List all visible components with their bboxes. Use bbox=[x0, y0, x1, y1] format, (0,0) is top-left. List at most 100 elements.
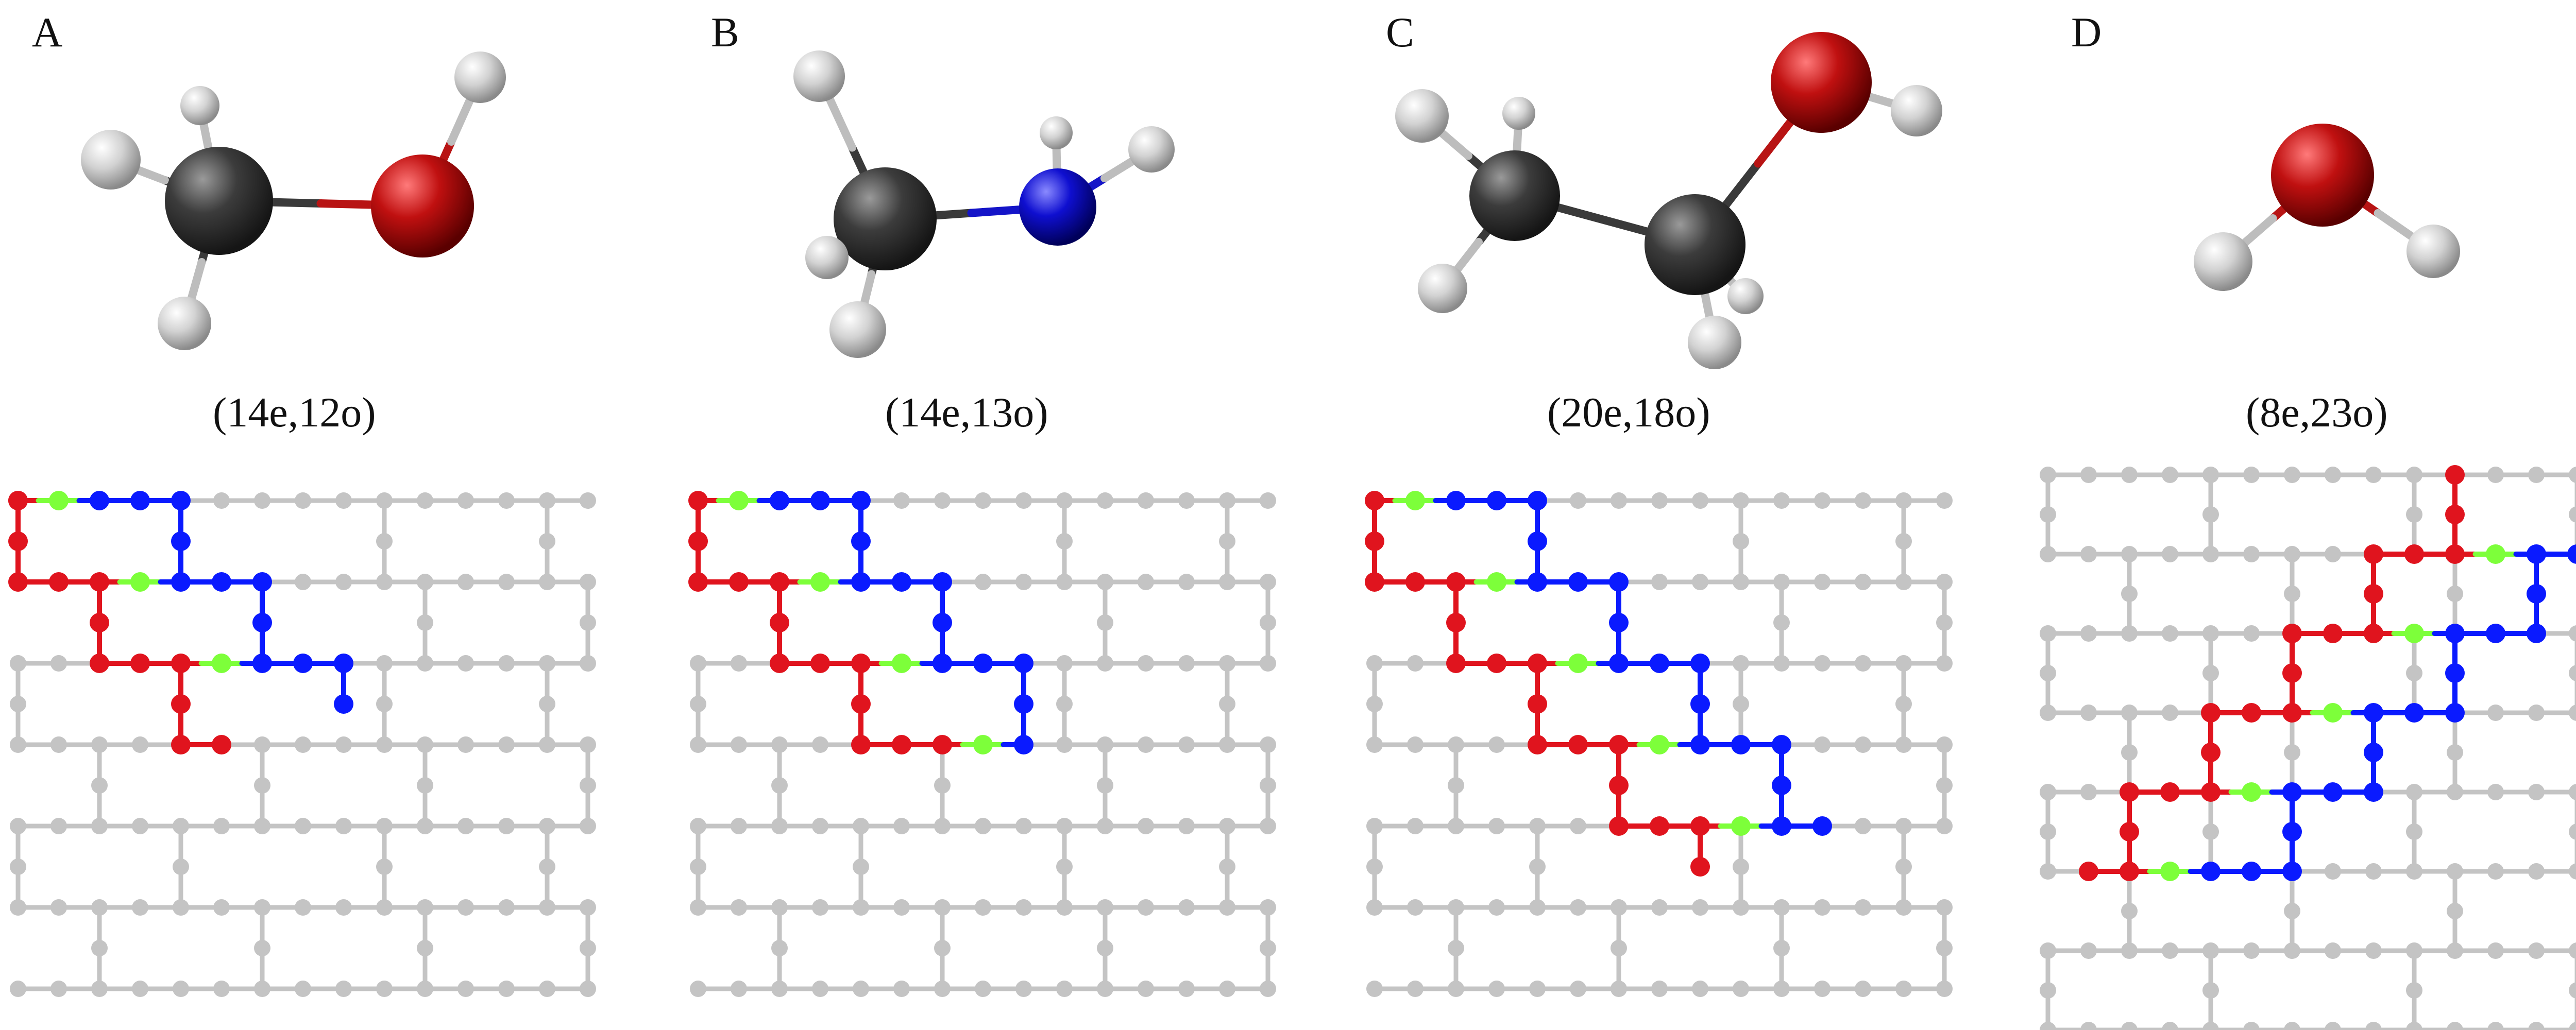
lattice-site bbox=[2040, 982, 2056, 999]
path-site-red bbox=[892, 735, 911, 754]
lattice-site bbox=[1895, 533, 1912, 550]
lattice-site bbox=[2202, 665, 2219, 681]
path-site-blue bbox=[1609, 572, 1629, 592]
lattice-site bbox=[498, 574, 515, 590]
lattice-site bbox=[1260, 940, 1276, 956]
lattice-site bbox=[1570, 981, 1586, 997]
lattice-site bbox=[2121, 903, 2138, 919]
lattice-site bbox=[417, 818, 433, 834]
lattice-site bbox=[1260, 655, 1276, 672]
panel-c-label: C bbox=[1386, 9, 1414, 56]
atom-c bbox=[1645, 194, 1745, 295]
lattice-site bbox=[2365, 1022, 2382, 1030]
path-site-blue bbox=[1568, 572, 1588, 592]
lattice-site bbox=[1936, 574, 1953, 590]
path-site-red bbox=[130, 654, 150, 673]
path-site-green bbox=[130, 572, 150, 592]
lattice-site bbox=[213, 492, 230, 509]
lattice-site bbox=[2325, 546, 2341, 562]
lattice-site bbox=[1056, 981, 1073, 997]
lattice-layer bbox=[8, 465, 2576, 1030]
lattice-site bbox=[2243, 625, 2260, 642]
lattice-site bbox=[1448, 777, 1464, 794]
lattice-site bbox=[2528, 705, 2545, 721]
lattice-site bbox=[1097, 736, 1113, 753]
lattice-site bbox=[2040, 625, 2056, 642]
path-site-red bbox=[90, 613, 109, 632]
path-site-blue bbox=[2282, 862, 2302, 881]
lattice-site bbox=[1651, 492, 1668, 509]
lattice-site bbox=[1219, 899, 1235, 916]
lattice-site bbox=[254, 736, 270, 753]
lattice-site bbox=[10, 696, 26, 712]
path-site-blue bbox=[1528, 572, 1547, 592]
lattice-site bbox=[1178, 492, 1195, 509]
lattice-site bbox=[2406, 784, 2422, 800]
lattice-site bbox=[1097, 614, 1113, 631]
path-site-green bbox=[729, 491, 749, 510]
path-site-blue bbox=[1014, 694, 1033, 714]
panel-d-active-space: (8e,23o) bbox=[2246, 389, 2388, 436]
path-site-red bbox=[851, 694, 871, 714]
lattice-site bbox=[376, 899, 393, 916]
path-site-blue bbox=[1690, 654, 1710, 673]
lattice-site bbox=[690, 736, 706, 753]
lattice-site bbox=[335, 736, 352, 753]
lattice-site bbox=[1366, 818, 1383, 834]
lattice-site bbox=[457, 655, 474, 672]
lattice-site bbox=[417, 899, 433, 916]
lattice-site bbox=[2284, 546, 2300, 562]
path-site-green bbox=[1487, 572, 1506, 592]
lattice-site bbox=[1488, 899, 1505, 916]
lattice-site bbox=[1097, 899, 1113, 916]
lattice-site bbox=[173, 818, 189, 834]
lattice-site bbox=[2487, 467, 2504, 483]
lattice-site bbox=[173, 981, 189, 997]
path-site-blue bbox=[252, 613, 272, 632]
lattice-site bbox=[2202, 625, 2219, 642]
lattice-site bbox=[934, 940, 951, 956]
lattice-site bbox=[934, 492, 951, 509]
atom-h bbox=[158, 297, 211, 350]
lattice-site bbox=[1895, 859, 1912, 875]
path-site-red bbox=[1446, 654, 1466, 673]
lattice-site bbox=[1936, 818, 1953, 834]
lattice-site bbox=[1138, 655, 1154, 672]
lattice-site bbox=[132, 899, 148, 916]
lattice-site bbox=[1097, 492, 1113, 509]
lattice-site bbox=[376, 696, 393, 712]
path-site-blue bbox=[2364, 703, 2383, 723]
path-site-blue bbox=[1690, 694, 1710, 714]
path-site-blue bbox=[212, 572, 231, 592]
lattice-site bbox=[1773, 655, 1790, 672]
path-site-green bbox=[810, 572, 830, 592]
lattice-site bbox=[295, 981, 311, 997]
lattice-site bbox=[173, 859, 189, 875]
path-site-red bbox=[1609, 735, 1629, 754]
lattice-site bbox=[50, 736, 67, 753]
path-site-green bbox=[2486, 544, 2505, 564]
path-site-blue bbox=[973, 654, 993, 673]
path-site-red bbox=[8, 531, 28, 551]
lattice-site bbox=[2406, 823, 2422, 840]
lattice-site bbox=[1056, 818, 1073, 834]
lattice-site bbox=[10, 859, 26, 875]
lattice-site bbox=[690, 899, 706, 916]
lattice-site bbox=[417, 655, 433, 672]
lattice-site bbox=[417, 736, 433, 753]
lattice-site bbox=[1219, 859, 1235, 875]
lattice-site bbox=[1219, 696, 1235, 712]
atom-h bbox=[1727, 278, 1764, 314]
lattice-site bbox=[2487, 784, 2504, 800]
path-site-red bbox=[2079, 862, 2098, 881]
lattice-site bbox=[1773, 614, 1790, 631]
path-site-green bbox=[1568, 654, 1588, 673]
lattice-site bbox=[2040, 467, 2056, 483]
lattice-site bbox=[812, 981, 828, 997]
atom-h bbox=[1395, 89, 1449, 143]
lattice-site bbox=[376, 533, 393, 550]
path-site-blue bbox=[293, 654, 313, 673]
lattice-site bbox=[771, 777, 788, 794]
lattice-site bbox=[2487, 705, 2504, 721]
lattice-site bbox=[934, 899, 951, 916]
